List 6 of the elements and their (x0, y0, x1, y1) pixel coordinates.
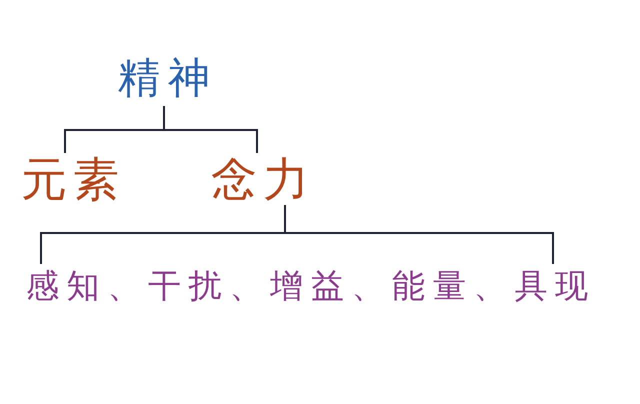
leaf-terms-text: 感知、干扰、增益、能量、具现 (18, 264, 596, 308)
root-term: 精神 (110, 50, 218, 106)
bracket-connector (163, 106, 258, 153)
branch-term: 元素 (15, 153, 125, 205)
bracket-connector (40, 204, 554, 265)
branch-term: 念力 (205, 153, 315, 205)
